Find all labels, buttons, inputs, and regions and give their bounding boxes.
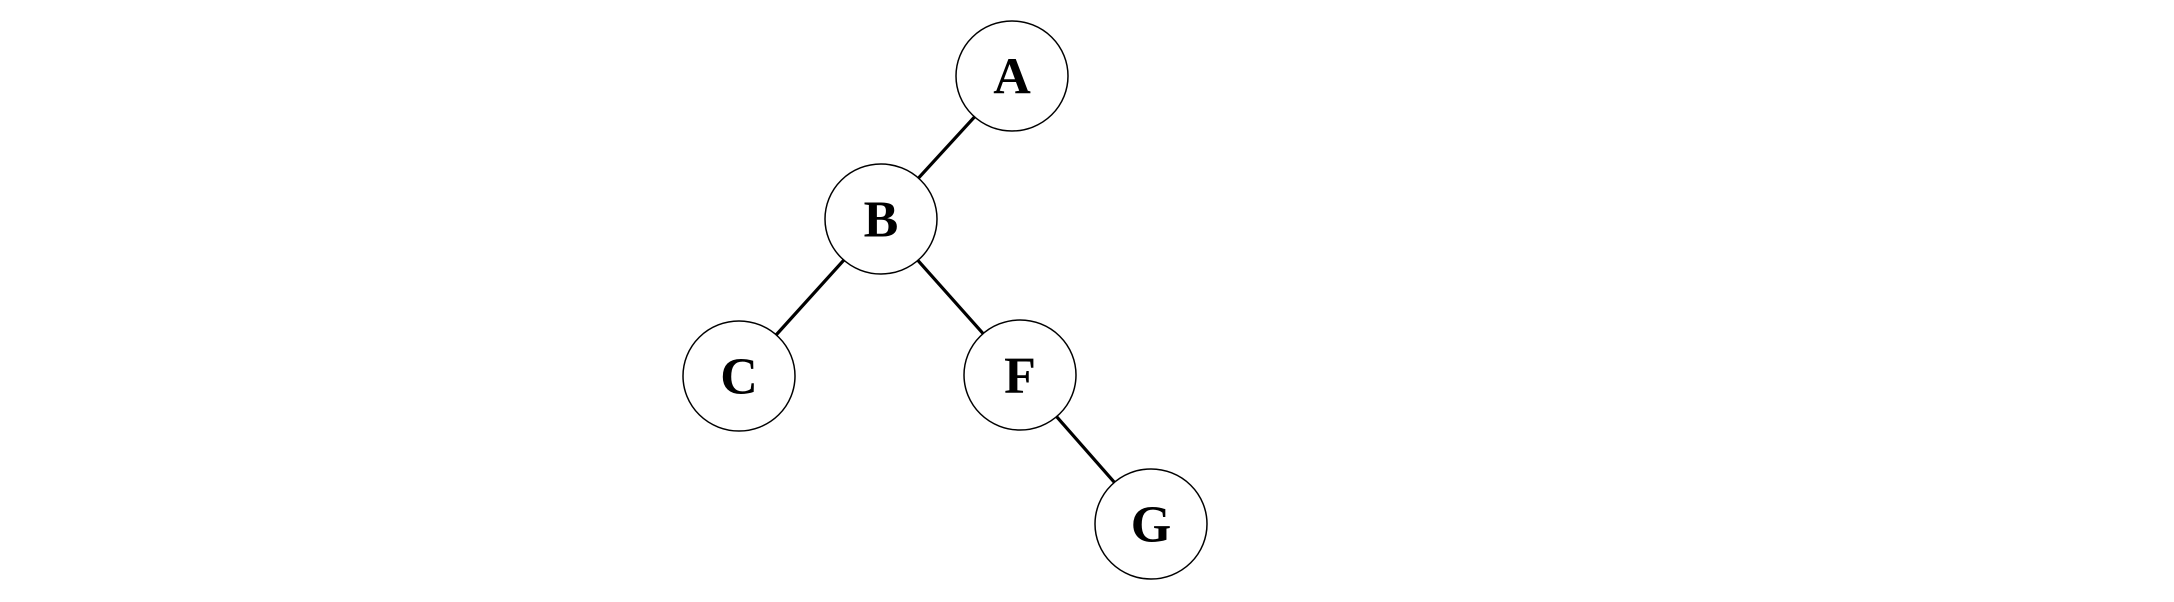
edges-layer bbox=[737, 74, 1153, 526]
node-label-G: G bbox=[1131, 497, 1171, 554]
node-circle-A bbox=[955, 20, 1069, 132]
node-circle-B bbox=[824, 163, 938, 275]
graph-node-G: G bbox=[1094, 468, 1208, 580]
node-circle-C bbox=[682, 320, 796, 432]
node-label-C: C bbox=[720, 349, 758, 406]
graph-node-B: B bbox=[824, 163, 938, 275]
node-circle-G bbox=[1094, 468, 1208, 580]
node-label-B: B bbox=[864, 192, 899, 249]
nodes-layer: A B C F G bbox=[682, 20, 1208, 580]
node-label-A: A bbox=[993, 49, 1031, 106]
graph-node-F: F bbox=[963, 319, 1077, 431]
node-label-F: F bbox=[1004, 348, 1036, 405]
node-circle-F bbox=[963, 319, 1077, 431]
graph-node-C: C bbox=[682, 320, 796, 432]
graph-node-A: A bbox=[955, 20, 1069, 132]
